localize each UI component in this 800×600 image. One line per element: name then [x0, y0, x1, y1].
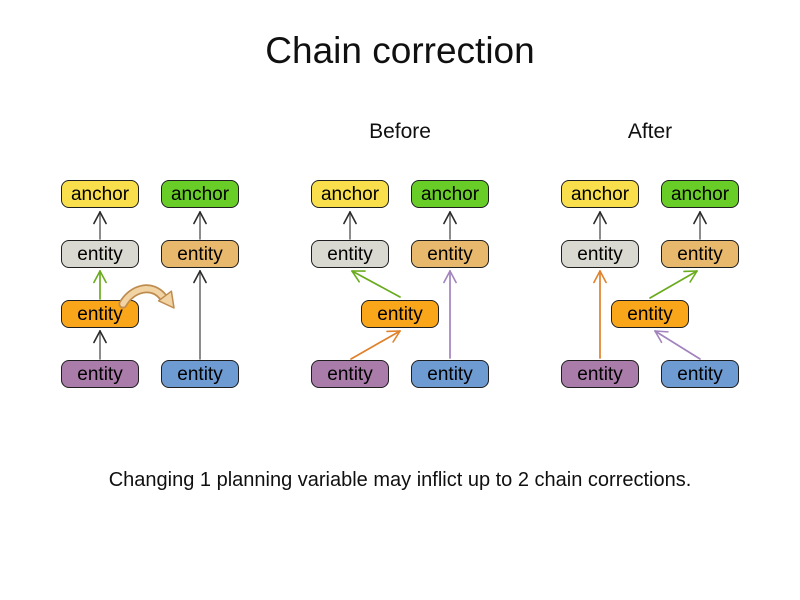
anchor-box: anchor: [411, 180, 489, 208]
entity-box: entity: [561, 240, 639, 268]
entity-box: entity: [311, 240, 389, 268]
entity-box: entity: [161, 360, 239, 388]
page-title: Chain correction: [265, 30, 535, 71]
entity-box: entity: [411, 360, 489, 388]
anchor-box: anchor: [311, 180, 389, 208]
entity-box: entity: [561, 360, 639, 388]
entity-box: entity: [661, 240, 739, 268]
entity-box: entity: [361, 300, 439, 328]
anchor-box: anchor: [161, 180, 239, 208]
entity-box: entity: [61, 300, 139, 328]
after-label: After: [627, 120, 673, 143]
before-label: Before: [369, 120, 431, 143]
anchor-box: anchor: [61, 180, 139, 208]
caption-text: Changing 1 planning variable may inflict…: [108, 469, 692, 491]
entity-box: entity: [161, 240, 239, 268]
entity-box: entity: [611, 300, 689, 328]
entity-box: entity: [61, 360, 139, 388]
anchor-box: anchor: [661, 180, 739, 208]
entity-box: entity: [311, 360, 389, 388]
entity-box: entity: [661, 360, 739, 388]
entity-box: entity: [411, 240, 489, 268]
entity-box: entity: [61, 240, 139, 268]
anchor-box: anchor: [561, 180, 639, 208]
